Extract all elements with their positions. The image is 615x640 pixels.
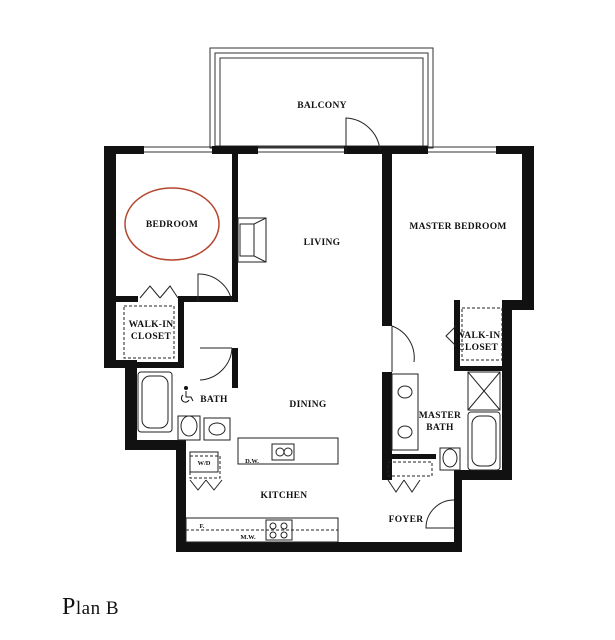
label-bath: BATH xyxy=(200,395,228,405)
plan-title-rest: lan B xyxy=(75,598,119,619)
label-master-bath-2: BATH xyxy=(426,423,454,433)
label-master-bedroom: MASTER BEDROOM xyxy=(409,222,506,232)
label-dining: DINING xyxy=(289,400,326,410)
exterior-walls xyxy=(104,146,534,552)
bath-fixtures xyxy=(137,371,501,471)
label-walkin-closet-right-1: WALK-IN xyxy=(456,331,501,341)
label-walkin-closet-left-1: WALK-IN xyxy=(129,320,174,330)
label-balcony: BALCONY xyxy=(297,101,347,111)
interior-walls xyxy=(116,146,508,480)
label-dishwasher: D.W. xyxy=(245,458,259,465)
wheelchair-icon xyxy=(180,386,194,403)
label-washer-dryer: W/D xyxy=(198,460,211,467)
label-master-bath-1: MASTER xyxy=(419,411,461,421)
label-walkin-closet-right-2: CLOSET xyxy=(458,343,499,353)
label-kitchen: KITCHEN xyxy=(261,491,308,501)
label-foyer: FOYER xyxy=(389,515,424,525)
closet-shelves xyxy=(123,305,503,479)
bedroom-highlight xyxy=(124,187,220,261)
plan-title-first: P xyxy=(62,594,76,620)
doors xyxy=(139,117,457,529)
label-walkin-closet-left-2: CLOSET xyxy=(131,332,172,342)
kitchen-counters xyxy=(185,437,339,543)
label-living: LIVING xyxy=(304,238,341,248)
windows xyxy=(144,146,496,153)
label-fridge: F. xyxy=(200,523,205,530)
fireplace xyxy=(237,217,267,263)
plan-title: Plan B xyxy=(62,594,119,621)
label-bedroom: BEDROOM xyxy=(146,220,198,230)
balcony-outline xyxy=(209,47,434,149)
label-microwave: M.W. xyxy=(240,534,256,541)
